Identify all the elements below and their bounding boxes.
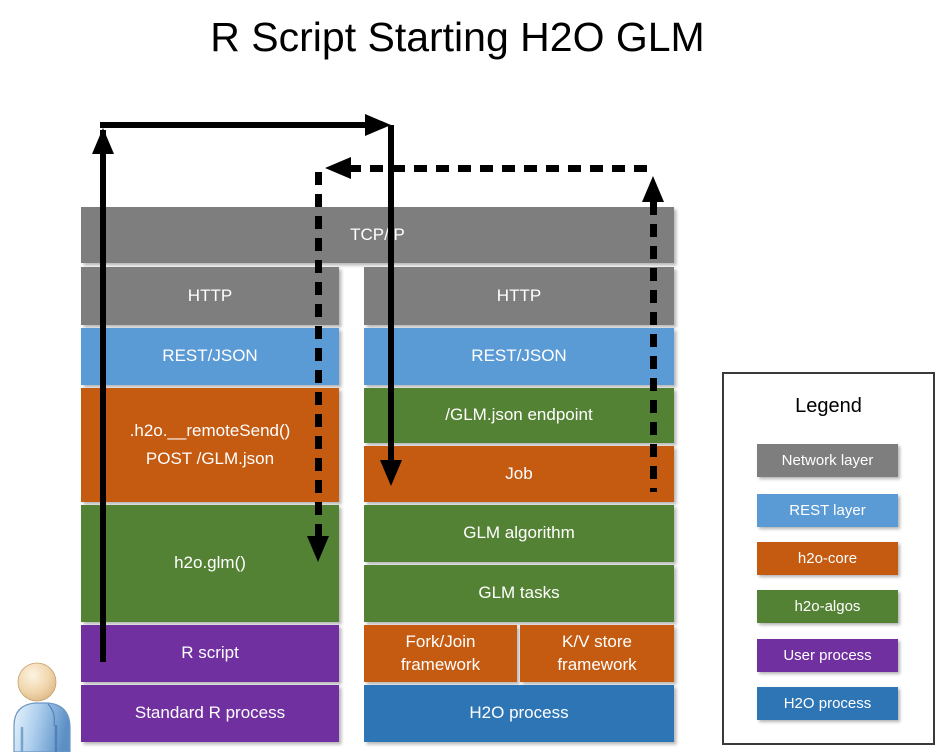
http-left-label: HTTP bbox=[187, 285, 233, 305]
h2o-process-label: H2O process bbox=[469, 703, 569, 723]
response-arrow-horizontal bbox=[348, 165, 652, 172]
rest-json-box-left: REST/JSON bbox=[81, 328, 339, 385]
legend-item-rest-layer: REST layer bbox=[757, 494, 898, 527]
legend-item-network-layer: Network layer bbox=[757, 444, 898, 477]
glm-algorithm-label: GLM algorithm bbox=[463, 523, 575, 543]
response-arrowhead-down bbox=[307, 536, 329, 562]
standard-r-process-label: Standard R process bbox=[134, 703, 286, 723]
request-arrowhead-up bbox=[92, 128, 114, 154]
glm-algorithm-box: GLM algorithm bbox=[364, 505, 674, 562]
http-box-left: HTTP bbox=[81, 267, 339, 325]
glm-json-endpoint-box: /GLM.json endpoint bbox=[364, 388, 674, 443]
response-arrow-vertical-left bbox=[315, 172, 322, 536]
glm-tasks-label: GLM tasks bbox=[478, 583, 560, 603]
remote-send-label: .h2o.__remoteSend() POST /GLM.json bbox=[129, 420, 291, 468]
request-arrow-horizontal bbox=[100, 122, 367, 128]
tcp-ip-box: TCP/IP bbox=[81, 207, 674, 263]
r-script-label: R script bbox=[181, 643, 239, 663]
legend-panel: Legend Network layer REST layer h2o-core… bbox=[722, 372, 935, 745]
glm-tasks-box: GLM tasks bbox=[364, 565, 674, 622]
request-arrow-vertical-right bbox=[388, 125, 394, 462]
request-arrowhead-down bbox=[380, 460, 402, 486]
http-right-label: HTTP bbox=[496, 285, 542, 305]
h2o-glm-label: h2o.glm() bbox=[174, 553, 246, 573]
http-box-right: HTTP bbox=[364, 267, 674, 325]
legend-title: Legend bbox=[795, 395, 862, 417]
fork-join-framework-box: Fork/Join framework bbox=[364, 625, 517, 682]
h2o-process-box: H2O process bbox=[364, 685, 674, 742]
response-arrow-vertical-right bbox=[650, 202, 657, 492]
page-title: R Script Starting H2O GLM bbox=[210, 14, 705, 60]
tcp-ip-label: TCP/IP bbox=[350, 224, 405, 244]
standard-r-process-box: Standard R process bbox=[81, 685, 339, 742]
rest-json-box-right: REST/JSON bbox=[364, 328, 674, 385]
user-person-icon bbox=[4, 660, 80, 753]
legend-item-h2o-process: H2O process bbox=[757, 687, 898, 720]
h2o-glm-box: h2o.glm() bbox=[81, 505, 339, 622]
rest-json-right-label: REST/JSON bbox=[471, 346, 567, 366]
response-arrowhead-left bbox=[325, 157, 351, 179]
glm-json-endpoint-label: /GLM.json endpoint bbox=[445, 405, 593, 425]
kv-store-framework-label: K/V store framework bbox=[557, 632, 637, 674]
response-arrowhead-up bbox=[642, 176, 664, 202]
fork-join-framework-label: Fork/Join framework bbox=[400, 632, 481, 674]
legend-item-user-process: User process bbox=[757, 639, 898, 672]
job-label: Job bbox=[505, 463, 533, 483]
request-arrow-vertical-left bbox=[100, 130, 106, 662]
legend-item-h2o-algos: h2o-algos bbox=[757, 590, 898, 623]
request-arrowhead-right bbox=[365, 114, 391, 136]
r-script-box: R script bbox=[81, 625, 339, 682]
remote-send-box: .h2o.__remoteSend() POST /GLM.json bbox=[81, 388, 339, 502]
rest-json-left-label: REST/JSON bbox=[162, 346, 258, 366]
legend-item-h2o-core: h2o-core bbox=[757, 542, 898, 575]
job-box: Job bbox=[364, 446, 674, 502]
kv-store-framework-box: K/V store framework bbox=[520, 625, 674, 682]
